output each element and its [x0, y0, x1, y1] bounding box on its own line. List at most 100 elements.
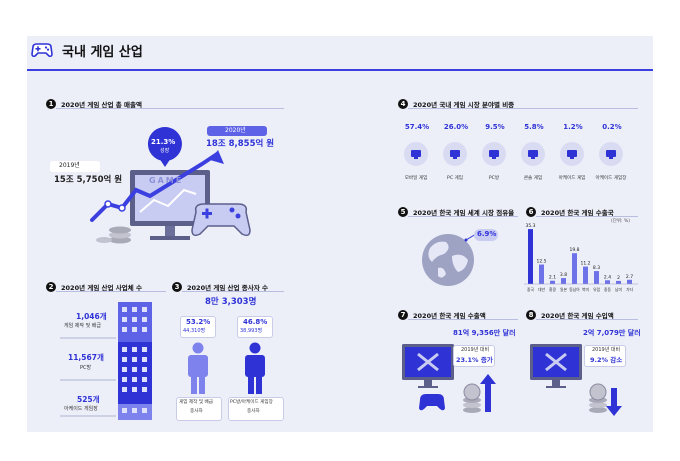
arcade-machine-icon	[599, 142, 623, 166]
header-rule	[27, 69, 653, 71]
growth-bubble-icon	[147, 127, 182, 167]
export-illustration	[402, 344, 496, 413]
business-count-1: 1,046개	[76, 312, 107, 321]
import-value: 2억 7,079만 달러	[583, 329, 641, 337]
bar	[550, 280, 555, 284]
section-7-header: 7 2020년 한국 게임 수출액	[398, 310, 486, 320]
bar	[616, 280, 621, 284]
gamepad-logo-icon	[31, 43, 53, 58]
bar-value-label: 8.3	[593, 265, 600, 271]
section-1-header: 1 2020년 게임 산업 총 매출액	[46, 99, 142, 109]
business-label-3: 아케이드 게임장	[64, 406, 98, 412]
section-divider	[536, 216, 638, 217]
section-2-header: 2 2020년 게임 산업 사업체 수	[46, 282, 142, 292]
monitor-icon	[482, 142, 506, 166]
employee-group-1-pct: 53.2%	[186, 318, 211, 326]
global-share-value: 6.9%	[477, 230, 497, 238]
bar-value-label: 3.8	[560, 272, 567, 278]
section-8-header: 8 2020년 한국 게임 수입액	[526, 310, 614, 320]
bar	[528, 229, 533, 284]
bar-value-label: 2.4	[604, 274, 611, 280]
export-compare-box	[453, 345, 495, 367]
year-2019-tag	[50, 161, 100, 172]
bar-value-label: 2.7	[626, 274, 633, 280]
section-title: 2020년 게임 산업 종사자 수	[187, 284, 268, 292]
category-label: 북미	[582, 287, 589, 292]
category-label: 중국	[527, 287, 534, 292]
category-label: 유럽	[593, 287, 600, 292]
section-5-header: 5 2020년 한국 게임 세계 시장 점유율	[398, 207, 514, 217]
bar	[605, 280, 610, 284]
page-header: 국내 게임 산업	[30, 40, 143, 60]
bar-value-label: 12.5	[536, 259, 546, 265]
year-2019-label: 2019년	[59, 162, 80, 169]
bar	[594, 271, 599, 284]
employee-group-2-count: 38,993명	[240, 328, 263, 334]
building-illustration	[60, 302, 152, 420]
market-share-pct: 0.2%	[602, 123, 622, 131]
bar	[627, 279, 632, 284]
section-4-header: 4 2020년 국내 게임 시장 분야별 비중	[398, 99, 514, 109]
export-change: 23.1% 증가	[456, 356, 493, 364]
person-icon	[245, 342, 265, 394]
screen-text: GAME	[149, 176, 184, 185]
bar-value-label: 2	[617, 275, 620, 281]
section-divider	[182, 291, 284, 292]
section-number: 8	[526, 310, 536, 320]
section-number: 1	[46, 99, 56, 109]
section-divider	[408, 108, 638, 109]
market-share-label: 모바일 게임	[404, 176, 428, 181]
category-label: 홍콩	[549, 287, 556, 292]
section-divider	[408, 319, 518, 320]
section-number: 5	[398, 207, 408, 217]
category-label: 기타	[626, 287, 633, 292]
bar	[583, 266, 588, 284]
import-compare-box	[584, 345, 626, 367]
employee-group-2-label-box	[228, 397, 284, 421]
export-value: 81억 9,356만 달러	[453, 329, 516, 337]
section-number: 6	[526, 207, 536, 217]
growth-percent: 21.3%	[151, 138, 176, 146]
employee-group-1-count: 44,310명	[183, 328, 206, 334]
share-badge	[474, 229, 498, 241]
category-label: 대만	[538, 287, 545, 292]
section-title: 2020년 한국 게임 수출액	[413, 312, 486, 320]
gamepad-icon	[521, 142, 545, 166]
import-change: 9.2% 감소	[590, 356, 623, 364]
import-compare-label: 2019년 대비	[592, 347, 621, 353]
business-label-1: 게임 제작 및 배급	[64, 323, 101, 329]
section-number: 4	[398, 99, 408, 109]
joystick-icon	[560, 142, 584, 166]
bar	[539, 264, 544, 284]
year-2020-tag	[207, 126, 267, 136]
section-title: 2020년 한국 게임 세계 시장 점유율	[413, 209, 515, 217]
import-illustration	[530, 344, 622, 416]
section-title: 2020년 게임 산업 사업체 수	[61, 284, 142, 292]
employee-group-1-label2: 종사자	[190, 409, 203, 414]
business-label-2: PC방	[80, 365, 92, 371]
section-title: 2020년 국내 게임 시장 분야별 비중	[413, 101, 515, 109]
globe-icon	[422, 233, 477, 286]
section-number: 2	[46, 282, 56, 292]
business-count-3: 525개	[77, 395, 100, 404]
section-title: 2020년 한국 게임 수입액	[541, 312, 614, 320]
employee-group-2-label2: 종사자	[247, 409, 260, 414]
section-title: 2020년 한국 게임 수출국	[541, 209, 614, 217]
year-2020-value: 18조 8,855억 원	[206, 139, 275, 149]
category-label: 일본	[560, 287, 567, 292]
market-share-pct: 57.4%	[404, 123, 430, 131]
employee-group-2-pct: 46.8%	[243, 318, 268, 326]
employee-group-1-label-box	[176, 397, 222, 421]
section-3-header: 3 2020년 게임 산업 종사자 수	[172, 282, 268, 292]
page-title: 국내 게임 산업	[62, 44, 143, 60]
business-count-2: 11,567개	[68, 353, 104, 362]
market-share-pct: 5.8%	[524, 123, 544, 131]
employee-group-2-box	[237, 316, 273, 338]
market-share-label: 아케이드 게임	[558, 176, 586, 181]
bar	[572, 253, 577, 284]
bar	[561, 278, 566, 284]
export-bar-chart: 35.3중국12.5대만2.1홍콩3.8일본19.8동남아11.2북미8.3유럽…	[524, 223, 638, 292]
section-divider	[56, 291, 166, 292]
employee-total: 8만 3,303명	[205, 297, 257, 307]
